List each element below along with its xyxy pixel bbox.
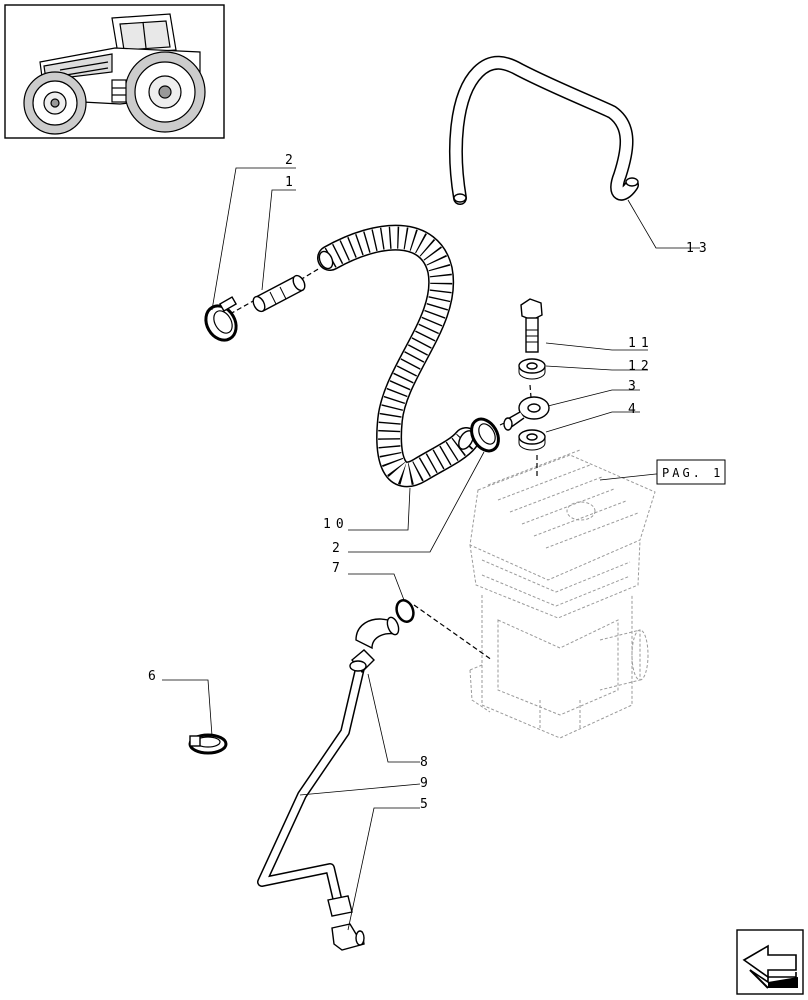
bolt-11[interactable] (520, 298, 543, 353)
callout-5: 5 (420, 797, 433, 812)
callout-2-upper: 2 (285, 153, 298, 168)
page-navigation-arrow-icon (742, 944, 798, 989)
elbow-fitting-5[interactable] (327, 895, 365, 951)
tractor-icon (23, 13, 206, 135)
compressor-outline (469, 449, 656, 739)
pag-reference-label: PAG. 1 (662, 466, 723, 480)
callout-12: 12 (628, 359, 654, 374)
hose-clamp-2a[interactable] (200, 296, 242, 346)
callout-2-lower: 2 (332, 541, 345, 556)
callout-3: 3 (628, 379, 641, 394)
washer-4[interactable] (518, 429, 546, 451)
banjo-fitting-3[interactable] (503, 396, 550, 431)
corrugated-hose-10[interactable] (317, 224, 479, 488)
tractor-thumbnail[interactable] (4, 4, 225, 139)
page-navigation-button[interactable] (736, 929, 804, 995)
tube-13[interactable] (449, 55, 639, 205)
hose-clamp-2b[interactable] (466, 414, 504, 455)
hose-clamp-6[interactable] (188, 733, 228, 755)
washer-12[interactable] (518, 358, 546, 380)
elbow-fitting-8[interactable] (349, 616, 401, 674)
callout-10: 10 (323, 517, 349, 532)
callout-8: 8 (420, 755, 433, 770)
callout-1: 1 (285, 175, 298, 190)
leader-lines (162, 167, 700, 931)
callout-9: 9 (420, 776, 433, 791)
callout-13: 13 (686, 241, 712, 256)
o-ring-7[interactable] (394, 598, 417, 624)
centerline-hose (299, 267, 321, 281)
pipe-9[interactable] (257, 666, 365, 904)
centerline-clamp (229, 299, 256, 315)
callout-7: 7 (332, 561, 345, 576)
fitting-1[interactable] (251, 274, 307, 314)
callout-6: 6 (148, 669, 161, 684)
callout-11: 11 (628, 336, 654, 351)
pag-reference-box[interactable]: PAG. 1 (656, 459, 726, 485)
callout-4: 4 (628, 402, 641, 417)
centerline-oring (413, 604, 493, 661)
